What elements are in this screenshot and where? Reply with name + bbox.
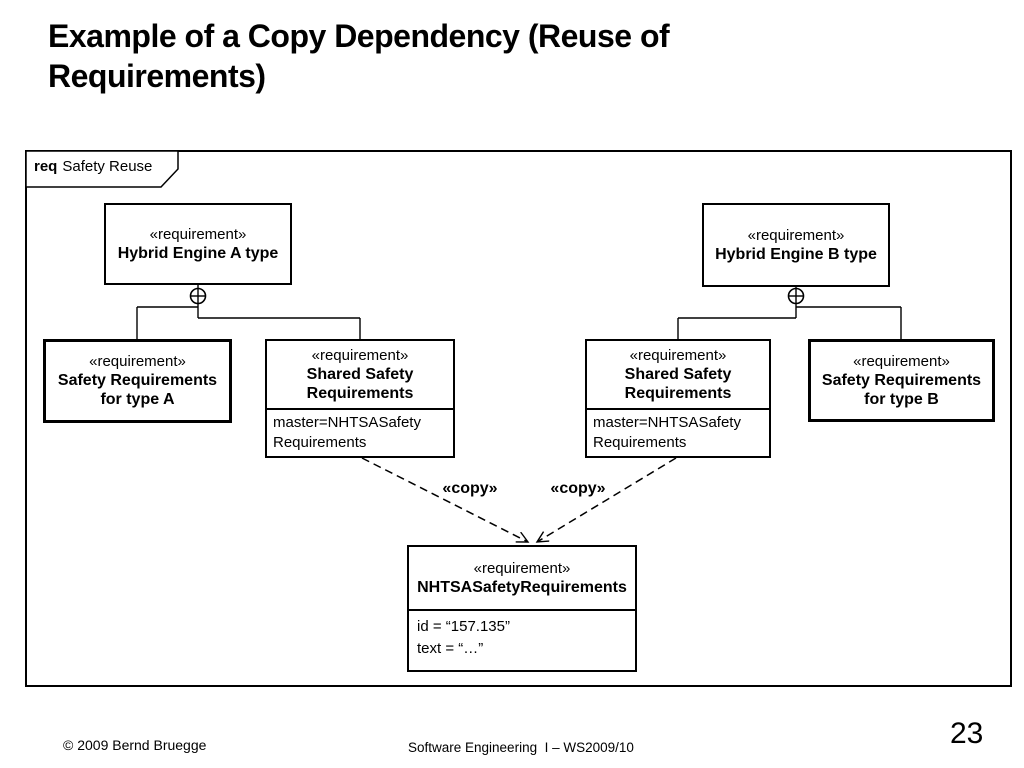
id-property: id = “157.135” [417,618,510,635]
requirement-name: Shared Safety Requirements [306,365,414,402]
requirement-name: Hybrid Engine B type [715,245,877,263]
requirement-box-nhtsa-safety: «requirement» NHTSASafetyRequirements id… [407,545,637,672]
text-property: text = “…” [417,640,484,657]
box-title-compartment: «requirement» NHTSASafetyRequirements [409,547,635,609]
copy-stereotype-label-left: «copy» [442,480,498,497]
box-title-compartment: «requirement» Shared Safety Requirements [267,341,453,408]
box-title-compartment: «requirement» Shared Safety Requirements [587,341,769,408]
stereotype-label: «requirement» [629,346,727,364]
requirement-box-hybrid-engine-b: «requirement» Hybrid Engine B type [702,203,890,287]
master-property: master=NHTSASafety Requirements [267,408,453,456]
footer-course-label: Software Engineering I – WS2009/10 [408,740,634,755]
stereotype-label: «requirement» [853,352,950,370]
stereotype-label: «requirement» [473,559,571,577]
requirement-box-safety-type-a: «requirement» Safety Requirements for ty… [43,339,232,423]
copy-dependency-arrows [361,457,677,542]
stereotype-label: «requirement» [311,346,409,364]
requirement-name: Safety Requirements for type A [57,372,218,408]
master-property: master=NHTSASafety Requirements [587,408,769,456]
frame-tab-shape [25,150,179,188]
requirement-name: NHTSASafetyRequirements [417,578,627,596]
containment-circle-plus-icon [189,287,207,305]
copy-stereotype-label-right: «copy» [550,480,606,497]
containment-links-b [677,287,902,339]
page-title: Example of a Copy Dependency (Reuse of R… [48,18,670,94]
frame-name: Safety Reuse [62,158,153,175]
requirement-box-hybrid-engine-a: «requirement» Hybrid Engine A type [104,203,292,285]
containment-circle-plus-icon [787,287,805,305]
requirement-name: Hybrid Engine A type [117,244,279,262]
diagram-frame [25,150,1012,687]
id-text-properties: id = “157.135” text = “…” [409,609,635,670]
page-number: 23 [950,717,984,750]
copy-arrow-right [537,457,677,542]
requirement-box-shared-safety-right: «requirement» Shared Safety Requirements… [585,339,771,458]
requirement-box-shared-safety-left: «requirement» Shared Safety Requirements… [265,339,455,458]
requirement-name: Safety Requirements for type B [821,371,982,408]
stereotype-label: «requirement» [747,226,845,244]
containment-links-a [136,285,361,339]
frame-kind-keyword: req [34,158,58,175]
stereotype-label: «requirement» [149,225,247,243]
copy-arrow-left [361,457,528,542]
requirement-name: Shared Safety Requirements [624,365,732,402]
box-title-compartment: «requirement» Safety Requirements for ty… [811,342,992,419]
footer-copyright: © 2009 Bernd Bruegge [63,737,207,753]
requirement-box-safety-type-b: «requirement» Safety Requirements for ty… [808,339,995,422]
box-title-compartment: «requirement» Hybrid Engine A type [106,205,290,283]
box-title-compartment: «requirement» Safety Requirements for ty… [46,342,229,420]
box-title-compartment: «requirement» Hybrid Engine B type [704,205,888,285]
stereotype-label: «requirement» [89,353,186,370]
